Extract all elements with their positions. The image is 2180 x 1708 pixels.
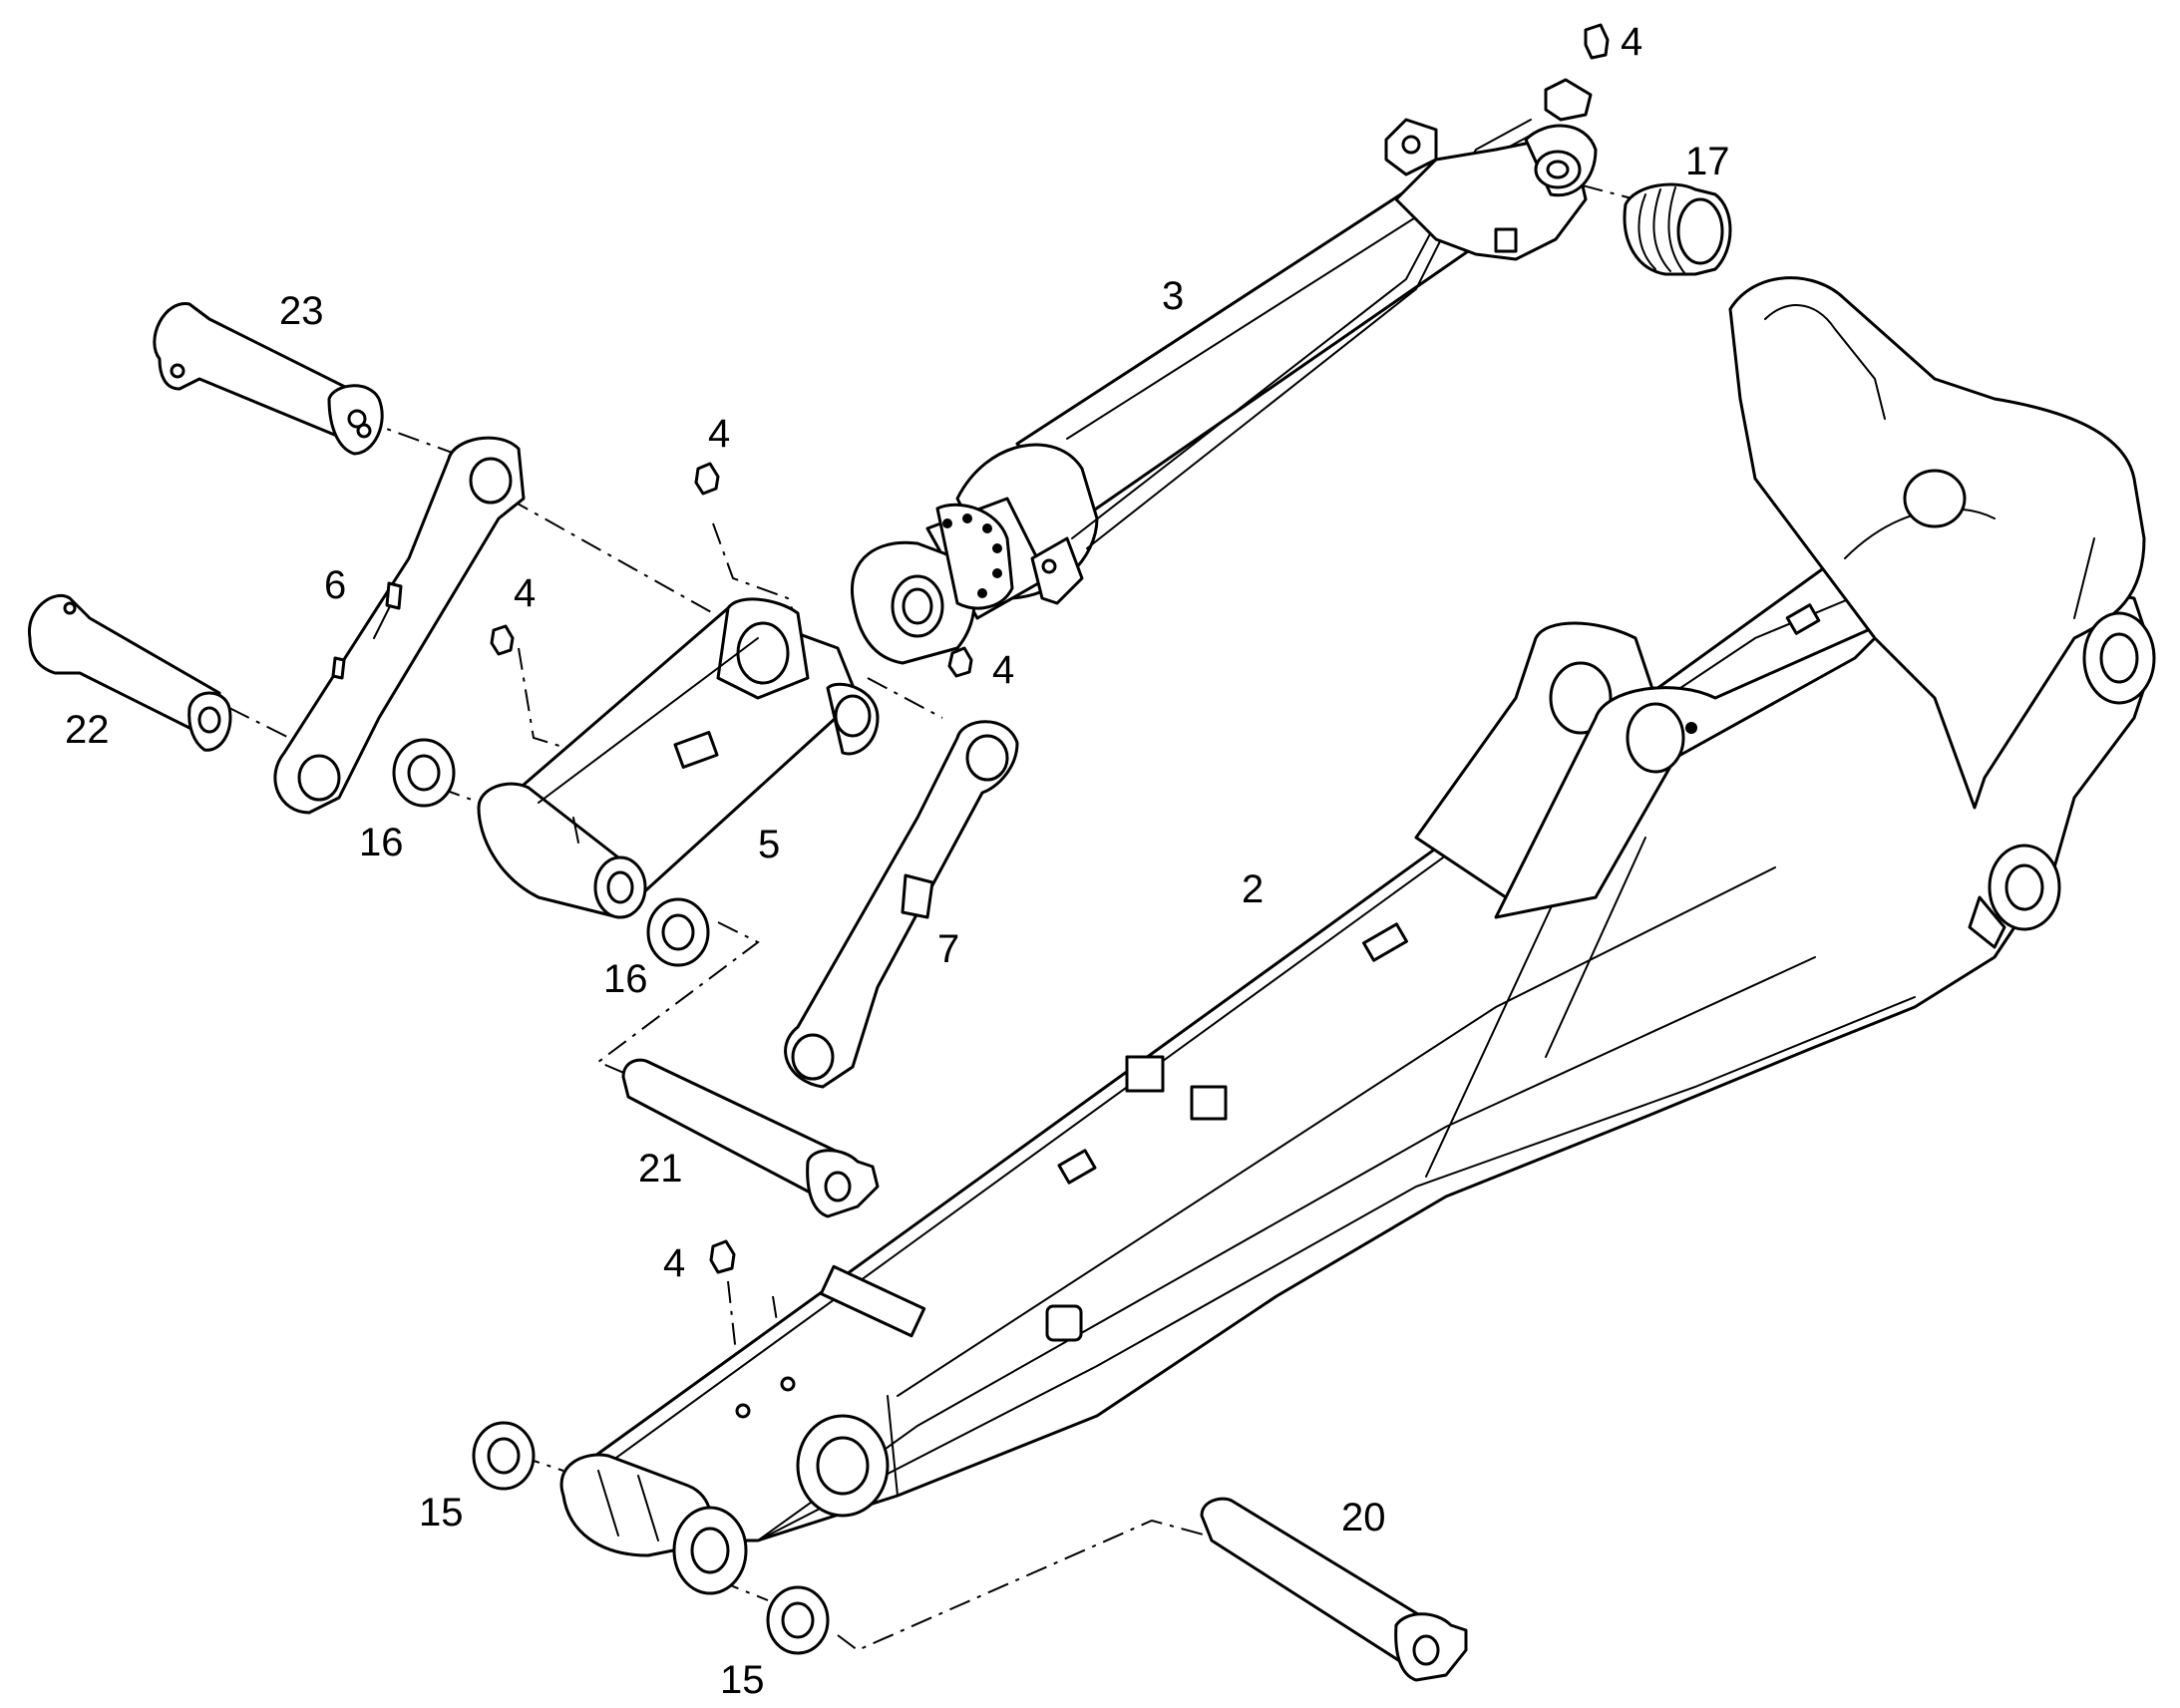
- callout-4-bracket-top: 4: [708, 412, 730, 456]
- callout-7: 7: [937, 927, 959, 971]
- spacer-part-17: [1623, 182, 1732, 276]
- boom-part-2: [559, 276, 2156, 1595]
- callout-17: 17: [1685, 140, 1730, 183]
- washers-part-15: [472, 1421, 830, 1655]
- callout-4-bracket-left: 4: [514, 571, 536, 615]
- bracket-part-5: [477, 597, 880, 919]
- callout-6: 6: [324, 563, 346, 607]
- pin-part-23: [153, 302, 384, 456]
- callouts: 4 17 3 23 4 4 6 4 22 5 16 2 16 7 21 4 20…: [65, 20, 1730, 1702]
- pin-part-22: [28, 593, 232, 752]
- callout-15-bottom: 15: [720, 1658, 765, 1702]
- callout-22: 22: [65, 708, 110, 752]
- callout-16-lower: 16: [603, 957, 648, 1001]
- callout-16-left: 16: [359, 821, 404, 864]
- pin-part-21: [621, 1058, 880, 1218]
- washers-part-16: [392, 738, 710, 967]
- callout-5: 5: [758, 823, 780, 866]
- link-part-6: [273, 436, 526, 815]
- grease-nipples-part-4: [490, 23, 1610, 1274]
- pin-part-20: [1200, 1497, 1468, 1682]
- callout-4-boom-foot: 4: [663, 1241, 685, 1285]
- callout-20: 20: [1341, 1496, 1386, 1539]
- cylinder-part-3: [850, 78, 1598, 665]
- callout-23: 23: [279, 289, 324, 333]
- callout-2: 2: [1242, 867, 1264, 911]
- callout-4-cylinder-rod: 4: [992, 648, 1014, 692]
- callout-15-left: 15: [419, 1491, 464, 1535]
- callout-3: 3: [1162, 274, 1184, 318]
- callout-4-cylinder-head: 4: [1621, 20, 1642, 64]
- link-part-7: [784, 720, 1019, 1089]
- callout-21: 21: [638, 1147, 683, 1191]
